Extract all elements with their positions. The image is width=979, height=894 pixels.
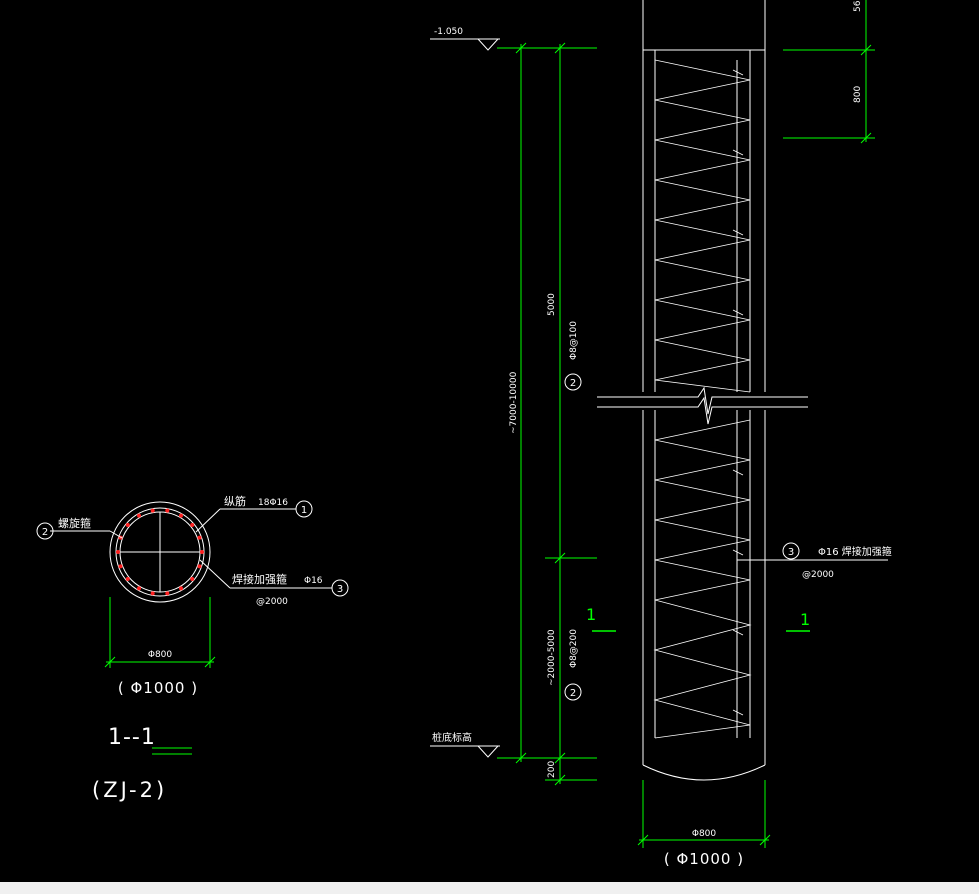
status-bar [0,882,979,894]
rebar-dot [165,591,170,596]
rebar-dot [179,513,183,518]
svg-text:2: 2 [570,378,576,389]
cross-section-leaders [50,508,332,589]
cross-section-circle [109,501,211,603]
rebar-dot [190,577,195,581]
elevation-top-text: -1.050 [434,27,463,37]
cross-diameter-inner: Φ800 [148,650,173,660]
weld-ring-ticks [732,69,744,716]
rebar-dot [190,523,195,527]
callout-1-cross: 1 [295,500,313,518]
dim-upper-5000: 5000 [547,293,557,316]
spiral-upper-spec: Φ8@100 [569,321,579,360]
section-title: 1--1 [108,725,156,750]
callout-2-lower: 2 [564,683,582,701]
svg-text:1: 1 [586,605,596,624]
section-mark-left: 1 [586,605,616,632]
elev-diameter-inner: Φ800 [692,829,717,839]
callout-3-elevation: 3 [737,542,888,561]
rebar-dot [118,564,123,569]
elev-diameter-outer: ( Φ1000 ) [664,850,744,868]
longitudinal-spec: 18Φ16 [258,498,288,508]
rebar-dot [116,550,120,554]
cross-section-dimension [104,597,216,668]
weld-ring-elev-spec: Φ16 焊接加强箍 [818,545,892,558]
spiral-stirrup-label: 螺旋箍 [58,516,91,530]
svg-text:2: 2 [42,527,48,538]
weld-ring-cross-label: 焊接加强箍 [232,572,287,586]
weld-ring-cross-spacing: @2000 [256,597,288,607]
section-title-underline [152,747,192,755]
rebar-dot [200,550,204,554]
rebar-dot [125,523,130,527]
rebar-dot [125,577,130,581]
callout-3-cross: 3 [331,579,349,597]
weld-ring-elev-spacing: @2000 [802,570,834,580]
spiral-lower-spec: Φ8@200 [569,629,579,668]
svg-text:1: 1 [800,610,810,629]
break-line [597,386,808,425]
svg-text:1: 1 [301,505,307,516]
spiral-upper [654,59,751,393]
callout-2-cross: 2 [36,522,54,540]
svg-text:3: 3 [337,584,343,595]
dim-top-partial: 56 [853,0,863,12]
section-mark-right: 1 [786,610,810,632]
rebar-dot [179,586,183,591]
callout-2-upper: 2 [564,373,582,391]
dim-total-length: ~7000-10000 [509,371,519,434]
weld-ring-cross-spec: Φ16 [304,576,323,586]
pile-bottom-text: 桩底标高 [432,731,472,744]
cross-diameter-outer: ( Φ1000 ) [118,679,198,697]
svg-text:2: 2 [570,688,576,699]
dim-bottom-200: 200 [547,761,557,778]
elevation-marker-top [430,38,500,51]
rebar-dot [150,508,155,513]
svg-text:3: 3 [788,547,794,558]
dim-lower-range: ~2000-5000 [547,629,557,686]
rebar-dot [197,564,202,569]
longitudinal-label: 纵筋 [224,494,246,508]
rebar-dot [137,513,141,518]
rebar-dot [165,508,170,513]
elevation-marker-bottom [430,745,500,758]
pile-outline [642,0,766,781]
dim-top-800: 800 [853,86,863,103]
spiral-lower [653,419,752,739]
longitudinal-rebar-dots [116,508,204,596]
rebar-dot [150,591,155,596]
dimension-lines [497,0,875,848]
rebar-dot [197,535,202,540]
pile-type-label: (ZJ-2) [92,778,167,802]
rebar-dot [137,586,141,591]
